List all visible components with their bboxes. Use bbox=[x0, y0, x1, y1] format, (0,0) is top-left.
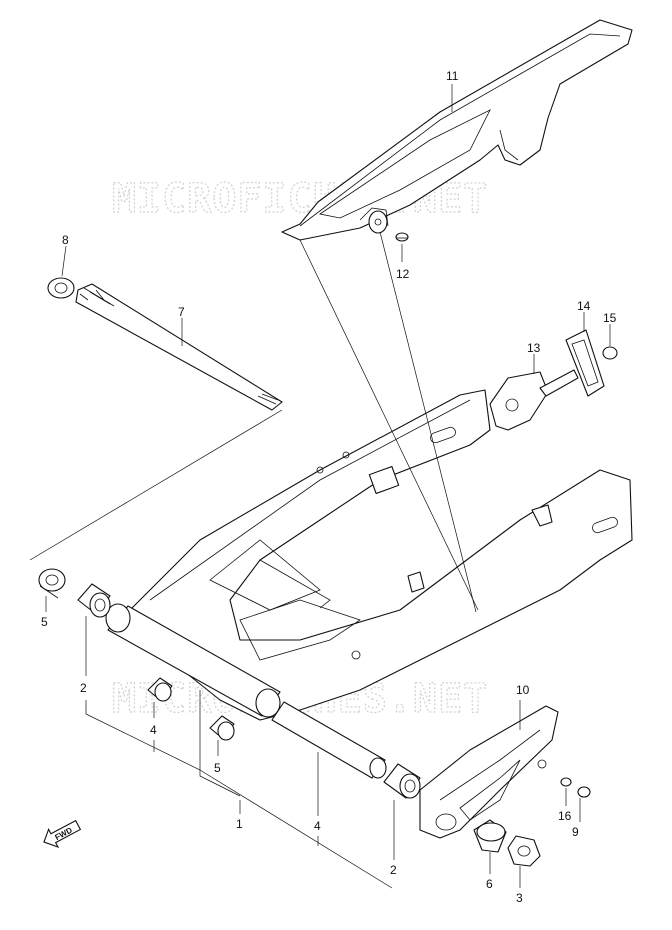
pivot-nut-part bbox=[47, 277, 75, 299]
callout-12: 11 bbox=[446, 69, 459, 83]
bolt-10-part bbox=[577, 786, 591, 798]
callout-2-right: 2 bbox=[390, 863, 397, 877]
callout-13: 12 bbox=[396, 267, 410, 281]
callout-8: 3 bbox=[516, 891, 523, 905]
chain-guide-part bbox=[419, 705, 559, 839]
bearing-2-right-part bbox=[383, 763, 421, 799]
fwd-arrow-icon: FWD bbox=[43, 819, 82, 849]
callout-2-left: 2 bbox=[80, 681, 87, 695]
needle-bearing-4a-part bbox=[147, 677, 173, 702]
washer-11-part bbox=[560, 777, 572, 787]
needle-bearing-4b-part bbox=[209, 715, 235, 741]
callout-7: 8 bbox=[62, 233, 69, 247]
chain-case-part bbox=[281, 19, 633, 241]
adjuster-plate-14-part bbox=[489, 369, 579, 431]
pivot-shaft-part bbox=[75, 283, 283, 411]
callout-4b: 5 bbox=[214, 761, 221, 775]
collar-5-left-part bbox=[38, 568, 66, 599]
bolt-13-part bbox=[395, 232, 409, 242]
axle-nut-8-part bbox=[507, 835, 541, 867]
nut-16-part bbox=[602, 346, 618, 360]
callout-15: 14 bbox=[577, 299, 591, 313]
callout-5-right: 6 bbox=[486, 877, 493, 891]
callout-4a: 4 bbox=[150, 723, 157, 737]
pivot-tube-part bbox=[105, 603, 281, 718]
callout-10: 9 bbox=[572, 825, 579, 839]
spacer-tube-part bbox=[271, 701, 387, 779]
callout-1: 1 bbox=[236, 817, 243, 831]
callout-14: 13 bbox=[527, 341, 541, 355]
collar-5-right-part bbox=[473, 819, 507, 853]
chain-adjuster-15-part bbox=[565, 329, 605, 397]
callout-3: 4 bbox=[314, 819, 321, 833]
callout-11: 16 bbox=[558, 809, 572, 823]
callout-5-left: 5 bbox=[41, 615, 48, 629]
callout-16: 15 bbox=[603, 311, 617, 325]
callout-9: 10 bbox=[516, 683, 530, 697]
swingarm-body-part bbox=[129, 389, 633, 721]
bearing-2-left-part bbox=[77, 583, 111, 618]
callout-6: 7 bbox=[178, 305, 185, 319]
